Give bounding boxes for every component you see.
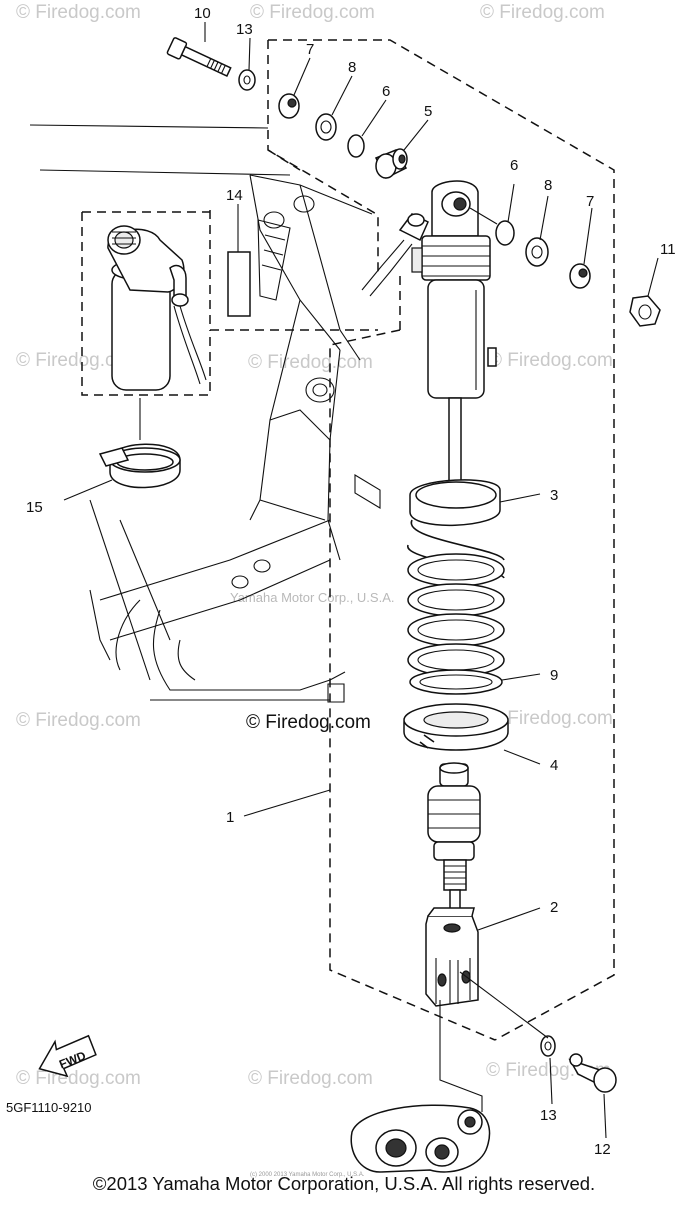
callout-7-right: 7 xyxy=(586,193,594,210)
callout-2: 2 xyxy=(550,899,558,916)
callout-3: 3 xyxy=(550,487,558,504)
watermark-firedog: © Firedog.com xyxy=(480,2,605,23)
callout-6-right: 6 xyxy=(510,157,518,174)
callout-6: 6 xyxy=(382,83,390,100)
lower-clevis-2-part xyxy=(425,907,479,1007)
forward-arrow: FWD xyxy=(38,1034,97,1078)
callout-7: 7 xyxy=(306,41,314,58)
callout-13-lower: 13 xyxy=(540,1107,557,1124)
callout-8: 8 xyxy=(348,59,356,76)
right-mount-hardware xyxy=(495,220,661,327)
watermark-yamaha: Yamaha Motor Corp., U.S.A. xyxy=(230,590,395,605)
callout-8-right: 8 xyxy=(544,177,552,194)
copyright-notice: ©2013 Yamaha Motor Corporation, U.S.A. A… xyxy=(93,1173,595,1194)
callout-9: 9 xyxy=(550,667,558,684)
callout-14: 14 xyxy=(226,187,243,204)
watermark-firedog: © Firedog.com xyxy=(16,1068,141,1089)
callout-numbers: 10 13 7 8 6 5 6 8 7 11 14 15 3 9 4 1 2 1… xyxy=(26,5,676,1158)
bolt-10-part xyxy=(166,37,232,78)
watermark-firedog: © Firedog.com xyxy=(248,1068,373,1089)
callout-4: 4 xyxy=(550,757,558,774)
callout-15: 15 xyxy=(26,499,43,516)
watermark-firedog: © Firedog.com xyxy=(248,352,373,373)
watermark-firedog: © Firedog.com xyxy=(488,708,613,729)
watermark-firedog: © Firedog.com xyxy=(16,2,141,23)
reservoir-assembly xyxy=(98,225,251,489)
bump-stop-part xyxy=(427,762,481,917)
frame-outline xyxy=(29,124,381,703)
bolt-12-part xyxy=(568,1053,617,1093)
leader-lines xyxy=(63,22,659,1139)
callout-11: 11 xyxy=(660,241,676,258)
watermark-layer: © Firedog.com © Firedog.com © Firedog.co… xyxy=(16,2,613,1178)
lower-mount-hardware xyxy=(350,1000,617,1173)
watermark-firedog: © Firedog.com xyxy=(16,710,141,731)
spring-3-part xyxy=(407,479,505,677)
watermark-firedog-center: © Firedog.com xyxy=(246,712,371,733)
bushing-5-part xyxy=(374,148,408,180)
spring-seat-4-part xyxy=(403,703,509,751)
callout-10: 10 xyxy=(194,5,211,22)
watermark-small: (c) 2000 2013 Yamaha Motor Corp., U.S.A. xyxy=(250,1172,365,1178)
watermark-firedog: © Firedog.com xyxy=(250,2,375,23)
collar-7-right-part xyxy=(569,263,591,289)
callout-5: 5 xyxy=(424,103,432,120)
nut-11-part xyxy=(629,295,661,327)
callout-1: 1 xyxy=(226,809,234,826)
spring-guide-9-part xyxy=(409,669,503,695)
upper-mount-hardware xyxy=(166,37,408,180)
assembly-boundary xyxy=(81,39,615,1041)
callout-13: 13 xyxy=(236,21,253,38)
watermark-firedog: © Firedog.com xyxy=(16,350,141,371)
callout-12: 12 xyxy=(594,1141,611,1158)
watermark-firedog: © Firedog.com xyxy=(488,350,613,371)
relay-arm-part xyxy=(350,1104,491,1173)
part-code: 5GF1110-9210 xyxy=(6,1100,92,1115)
shock-absorber-part xyxy=(361,180,497,519)
